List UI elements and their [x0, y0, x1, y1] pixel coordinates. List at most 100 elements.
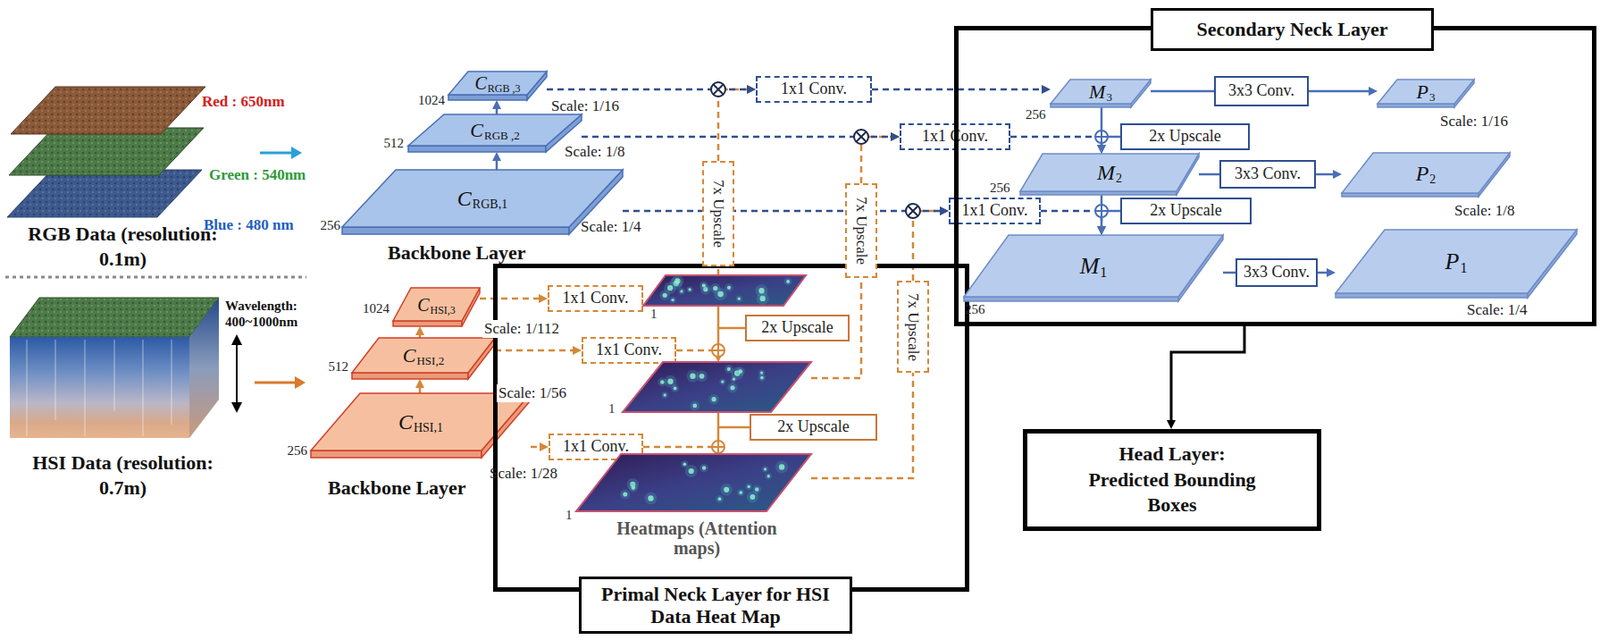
- streak: [54, 339, 57, 420]
- connector-line: [494, 349, 575, 352]
- slab-top: [1020, 153, 1199, 192]
- arrowhead: [291, 146, 302, 160]
- text-label: 256: [275, 443, 308, 459]
- slab-top: [408, 114, 582, 146]
- subscript: RGB ,2: [484, 129, 520, 142]
- connector-line: [1223, 271, 1236, 275]
- heat-glow: [784, 276, 793, 285]
- text-label: Scale: 1/56: [496, 384, 569, 403]
- heat-glow: [724, 283, 733, 292]
- slab-label: CHSI,2: [351, 337, 495, 373]
- connector: [1150, 91, 1215, 93]
- text-label: Red : 650nm: [201, 92, 285, 111]
- separator-line: [5, 276, 307, 279]
- heat-spot: [754, 486, 759, 491]
- heat-glow: [657, 376, 667, 386]
- hsi-cube-front: [9, 336, 190, 438]
- heat-spot: [670, 298, 674, 302]
- slab-top: [1335, 229, 1577, 294]
- heat-glow: [686, 285, 693, 293]
- arrowhead: [1041, 84, 1051, 94]
- text-label: 512: [373, 135, 404, 151]
- slab-top: [351, 337, 495, 373]
- heat-spot: [683, 461, 687, 466]
- heat-glow: [645, 492, 658, 505]
- heat-glow: [678, 287, 686, 295]
- arrowhead: [1097, 144, 1106, 154]
- operation-box: 2x Upscale: [745, 314, 850, 342]
- add-cross: [717, 441, 720, 453]
- heat-spot: [687, 287, 691, 291]
- feature-map: P3: [1377, 79, 1475, 108]
- operation-box: 1x1 Conv.: [755, 75, 872, 103]
- heat-spot: [689, 373, 696, 379]
- arrowhead: [1332, 169, 1342, 179]
- symbol-letter: C: [457, 187, 472, 210]
- arrowhead: [231, 334, 243, 345]
- text-label: Backbone Layer: [326, 476, 469, 499]
- connector-line: [1315, 173, 1335, 176]
- heat-glow: [708, 393, 719, 404]
- upscale-box: 7x Upscale: [896, 280, 930, 373]
- heatmap-shape: [622, 361, 812, 412]
- text-label: Scale: 1/112: [482, 319, 562, 338]
- multiply-circle: [854, 129, 869, 144]
- red-band-layer: [10, 86, 206, 135]
- heat-spot: [767, 474, 771, 478]
- text-label: 1024: [410, 92, 445, 109]
- heat-spot: [750, 494, 756, 500]
- heat-glow: [727, 382, 738, 393]
- box-label: 2x Upscale: [761, 318, 833, 337]
- heat-glow: [670, 384, 679, 393]
- heat-spot: [738, 490, 743, 495]
- connector: [415, 378, 425, 394]
- feature-map: P1: [1335, 229, 1577, 298]
- heat-glow: [752, 485, 762, 495]
- connector-line: [1010, 136, 1102, 147]
- slab-label: CHSI,1: [310, 393, 531, 451]
- heat-glow: [736, 295, 743, 302]
- slab-front: [448, 94, 528, 101]
- multiply-symbol: [905, 203, 921, 218]
- multiply-circle: [905, 203, 921, 218]
- heat-spot: [760, 370, 763, 374]
- connector: [1010, 136, 1106, 154]
- symbol-letter: C: [417, 295, 429, 314]
- connector-line: [622, 209, 942, 213]
- channel-count: 1: [565, 507, 573, 523]
- slab-label: CHSI,3: [393, 287, 480, 321]
- heat-spot: [647, 494, 654, 501]
- text-label: Scale: 1/28: [489, 464, 558, 483]
- symbol-letter: M: [1097, 161, 1115, 184]
- feature-map: M3: [1050, 79, 1151, 108]
- feature-map: CHSI,1: [310, 393, 531, 458]
- box-label: 1x1 Conv.: [595, 341, 662, 360]
- arrowhead: [746, 84, 756, 94]
- heat-glow: [661, 391, 669, 398]
- operation-box: 3x3 Conv.: [1219, 159, 1316, 189]
- subscript: HSI,2: [416, 354, 444, 367]
- connector: [479, 293, 548, 303]
- hsi-input-arrow: [254, 381, 295, 385]
- arrowhead: [746, 84, 756, 94]
- subscript: 1: [1459, 260, 1467, 276]
- heat-glow: [628, 483, 638, 493]
- heat-spot: [779, 463, 785, 470]
- heat-glow: [713, 287, 727, 301]
- connector: [1317, 268, 1336, 277]
- heat-spot: [727, 367, 731, 371]
- multiply-cross: [856, 132, 867, 143]
- box-label: 2x Upscale: [1148, 127, 1221, 146]
- symbol-letter: C: [402, 345, 417, 366]
- arrowhead: [415, 326, 425, 336]
- symbol-letter: C: [398, 410, 413, 433]
- heat-glow: [685, 464, 698, 478]
- arrowhead: [1368, 86, 1378, 96]
- leader-line: [1107, 135, 1121, 139]
- heat-glow: [745, 483, 753, 491]
- slab-top: [1341, 152, 1510, 193]
- connector-line: [643, 445, 719, 449]
- operation-box: 3x3 Conv.: [1214, 75, 1309, 107]
- connector-line: [1100, 107, 1104, 147]
